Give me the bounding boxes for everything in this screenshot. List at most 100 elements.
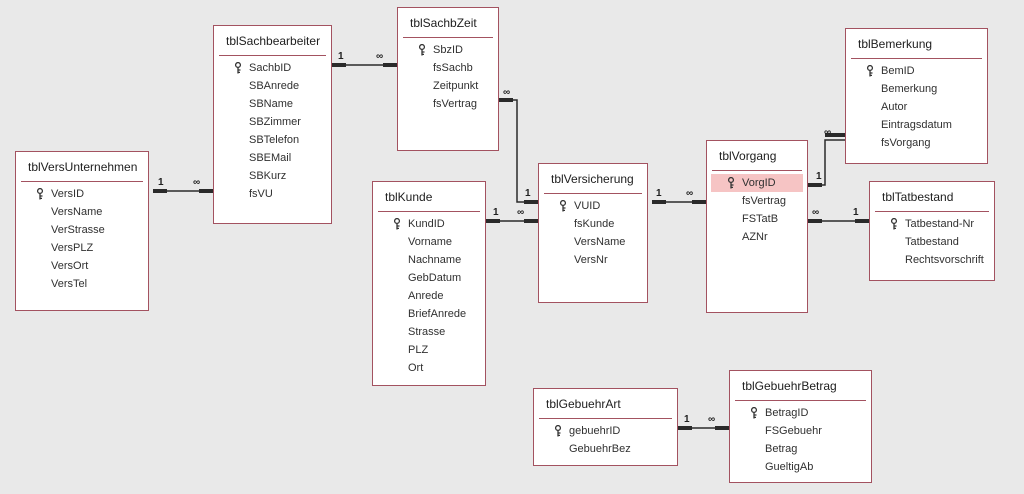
field-row[interactable]: VerStrasse [16, 221, 148, 239]
cardinality-one: 1 [158, 177, 164, 188]
field-row[interactable]: GebuehrBez [534, 440, 677, 458]
table-title: tblVersicherung [539, 164, 647, 194]
cardinality-many: ∞ [517, 207, 525, 218]
field-row[interactable]: fsVertrag [398, 95, 498, 113]
field-row[interactable]: fsSachb [398, 59, 498, 77]
field-row[interactable]: Anrede [373, 287, 485, 305]
field-row[interactable]: VersName [16, 203, 148, 221]
field-row[interactable]: GebDatum [373, 269, 485, 287]
field-row[interactable]: VersID [16, 185, 148, 203]
field-row[interactable]: SBTelefon [214, 131, 331, 149]
table-title: tblSachbearbeiter [214, 26, 331, 56]
field-row[interactable]: GueltigAb [730, 458, 871, 476]
field-row[interactable]: VersOrt [16, 257, 148, 275]
field-row[interactable]: fsVertrag [707, 192, 807, 210]
field-row[interactable]: VUID [539, 197, 647, 215]
field-name: VersName [51, 206, 103, 218]
field-name: fsVU [249, 188, 273, 200]
field-row[interactable]: SachbID [214, 59, 331, 77]
field-row[interactable]: SbzID [398, 41, 498, 59]
field-row[interactable]: BriefAnrede [373, 305, 485, 323]
primary-key-icon [418, 44, 426, 56]
field-name: SbzID [433, 44, 463, 56]
field-row[interactable]: VorgID [711, 174, 803, 192]
field-row[interactable]: KundID [373, 215, 485, 233]
field-row[interactable]: Tatbestand-Nr [870, 215, 994, 233]
field-list: gebuehrID GebuehrBez [534, 419, 677, 458]
field-name: SBZimmer [249, 116, 301, 128]
field-row[interactable]: FSGebuehr [730, 422, 871, 440]
cardinality-one: 1 [525, 188, 531, 199]
field-row[interactable]: AZNr [707, 228, 807, 246]
field-row[interactable]: PLZ [373, 341, 485, 359]
field-name: fsVertrag [433, 98, 478, 110]
field-row[interactable]: VersNr [539, 251, 647, 269]
field-row[interactable]: SBZimmer [214, 113, 331, 131]
field-name: VUID [574, 200, 601, 212]
field-row[interactable]: SBName [214, 95, 331, 113]
field-row[interactable]: BemID [846, 62, 987, 80]
table-title: tblSachbZeit [398, 8, 498, 38]
table-title: tblVorgang [707, 141, 807, 171]
cardinality-many: ∞ [376, 51, 384, 62]
cardinality-many: ∞ [812, 207, 820, 218]
field-name: FSGebuehr [765, 425, 822, 437]
field-row[interactable]: Ort [373, 359, 485, 377]
field-row[interactable]: SBEMail [214, 149, 331, 167]
field-row[interactable]: VersName [539, 233, 647, 251]
field-name: Betrag [765, 443, 798, 455]
field-row[interactable]: FSTatB [707, 210, 807, 228]
field-row[interactable]: SBKurz [214, 167, 331, 185]
cardinality-many: ∞ [503, 87, 511, 98]
field-name: fsVertrag [742, 195, 787, 207]
field-row[interactable]: Autor [846, 98, 987, 116]
field-name: fsKunde [574, 218, 615, 230]
field-row[interactable]: Zeitpunkt [398, 77, 498, 95]
field-name: VersTel [51, 278, 88, 290]
field-name: Autor [881, 101, 908, 113]
primary-key-icon [750, 407, 758, 419]
field-row[interactable]: Betrag [730, 440, 871, 458]
field-row[interactable]: Eintragsdatum [846, 116, 987, 134]
field-row[interactable]: SBAnrede [214, 77, 331, 95]
field-name: SBTelefon [249, 134, 300, 146]
primary-key-icon [554, 425, 562, 437]
field-name: VorgID [742, 177, 776, 189]
field-name: GebDatum [408, 272, 462, 284]
field-row[interactable]: BetragID [730, 404, 871, 422]
cardinality-one: 1 [338, 51, 344, 62]
field-row[interactable]: gebuehrID [534, 422, 677, 440]
field-row[interactable]: Bemerkung [846, 80, 987, 98]
field-name: SBEMail [249, 152, 292, 164]
field-row[interactable]: VersPLZ [16, 239, 148, 257]
field-name: Zeitpunkt [433, 80, 479, 92]
field-row[interactable]: VersTel [16, 275, 148, 293]
field-row[interactable]: Rechtsvorschrift [870, 251, 994, 269]
field-row[interactable]: Vorname [373, 233, 485, 251]
field-row[interactable]: fsKunde [539, 215, 647, 233]
field-name: Rechtsvorschrift [905, 254, 984, 266]
field-row[interactable]: fsVorgang [846, 134, 987, 152]
field-name: VersNr [574, 254, 608, 266]
field-row[interactable]: fsVU [214, 185, 331, 203]
cardinality-many: ∞ [193, 177, 201, 188]
field-name: gebuehrID [569, 425, 621, 437]
field-name: SBName [249, 98, 294, 110]
field-row[interactable]: Tatbestand [870, 233, 994, 251]
field-row[interactable]: Nachname [373, 251, 485, 269]
field-row[interactable]: Strasse [373, 323, 485, 341]
